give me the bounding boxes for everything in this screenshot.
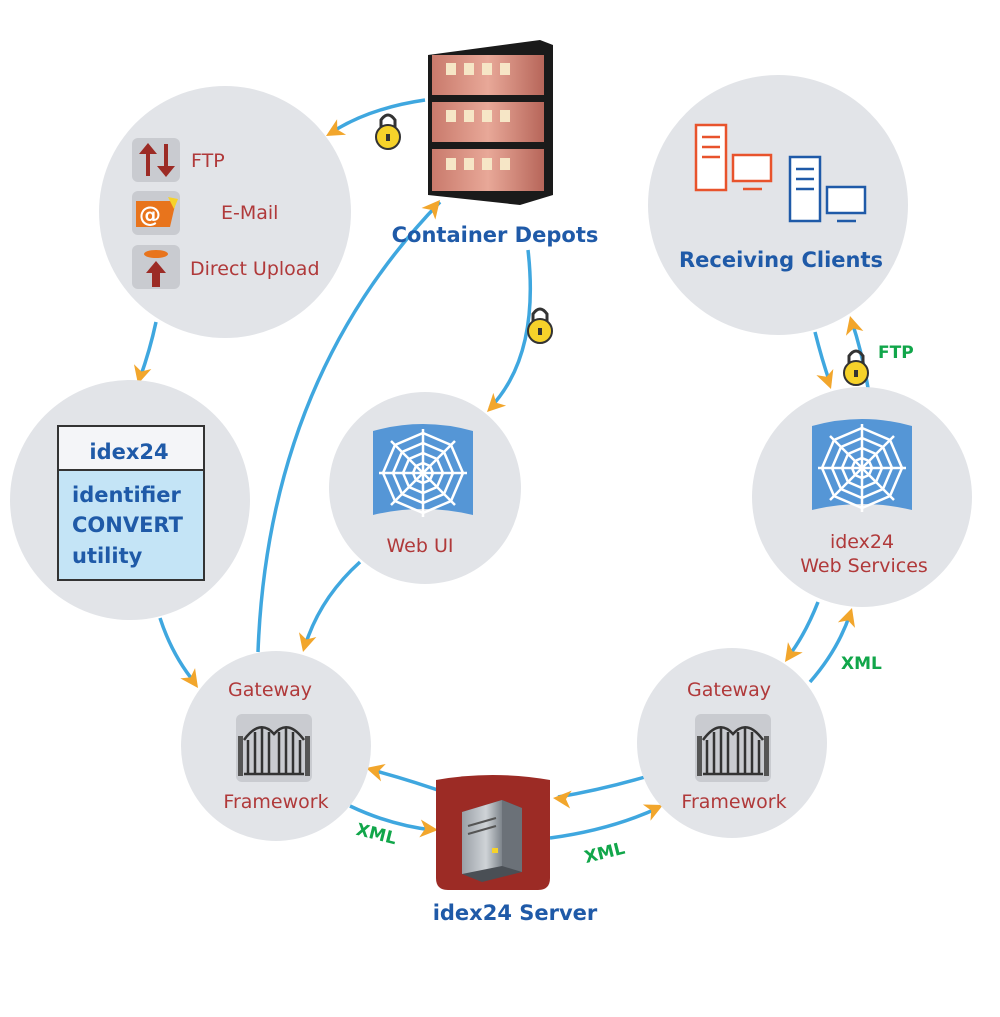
converter-to-gateway-connector xyxy=(158,617,197,685)
gateway-to-webservices-connector xyxy=(808,613,852,684)
server-label: idex24 Server xyxy=(433,901,598,925)
gateway-right-to-server-connector xyxy=(557,775,646,799)
depots-to-inputs-connector xyxy=(331,98,426,134)
svg-text:@: @ xyxy=(139,203,161,228)
gate-icon xyxy=(234,712,314,784)
converter-line-2: CONVERT xyxy=(72,513,184,537)
converter-line-1: identifier xyxy=(72,483,181,507)
input-label-email: E-Mail xyxy=(221,202,278,224)
server-node: idex24 Server xyxy=(433,775,598,925)
upload-icon xyxy=(132,245,180,289)
lock-icon xyxy=(374,113,402,151)
web-services-label-line-2: Web Services xyxy=(800,555,928,577)
lock-icon xyxy=(842,349,870,387)
server-tower-icon xyxy=(462,800,522,882)
receiving-clients-node-circle xyxy=(648,75,908,335)
converter-body-box xyxy=(57,469,205,581)
gateway-right-bottom-label: Framework xyxy=(681,791,786,813)
input-label-direct-upload: Direct Upload xyxy=(190,258,320,280)
gateway-left-to-server-connector xyxy=(349,804,433,832)
webui-to-gateway-connector xyxy=(303,560,362,647)
xml-connection-label-bottom-left: XML xyxy=(354,820,399,849)
arrowhead xyxy=(841,313,864,336)
container-depots-label: Container Depots xyxy=(392,223,599,247)
spider-web-icon xyxy=(371,422,475,519)
lock-icon xyxy=(526,307,554,345)
computers-icon xyxy=(694,123,867,223)
web-services-label-line-1: idex24 xyxy=(830,531,894,553)
arrowhead xyxy=(552,789,572,809)
inputs-to-converter-connector xyxy=(138,321,158,379)
converter-header: idex24 xyxy=(89,440,168,464)
receiving-clients-node: Receiving Clients xyxy=(648,75,908,335)
container-depots-node: Container Depots xyxy=(392,40,599,247)
spider-web-icon xyxy=(810,417,914,514)
web-ui-node: Web UI xyxy=(329,392,521,584)
depots-to-webui-connector xyxy=(488,249,533,410)
gateway-left-top-label: Gateway xyxy=(228,679,312,701)
input-label-ftp: FTP xyxy=(191,150,225,172)
web-ui-label: Web UI xyxy=(387,535,454,557)
inputs-node: FTP @ E-Mail Direct Upload xyxy=(99,86,351,338)
converter-header-box xyxy=(57,425,205,471)
web-services-node: idex24 Web Services xyxy=(752,387,972,607)
up-down-arrows-icon xyxy=(132,138,180,182)
gateway-left-bottom-label: Framework xyxy=(223,791,328,813)
gateway-left-node: Gateway Framework xyxy=(181,651,371,841)
xml-connection-label-bottom-right: XML xyxy=(582,839,627,868)
server-to-gateway-right-connector xyxy=(549,806,659,840)
converter-line-3: utility xyxy=(72,544,143,568)
ftp-connection-label: FTP xyxy=(878,343,914,363)
email-at-icon: @ xyxy=(132,191,180,235)
shipping-containers-icon xyxy=(428,40,553,205)
gateway-to-depots-connector xyxy=(256,200,442,653)
gateway-right-node: Gateway Framework xyxy=(637,648,827,838)
arrowhead xyxy=(294,632,317,655)
gateway-right-top-label: Gateway xyxy=(687,679,771,701)
webservices-to-gateway-connector xyxy=(786,601,820,659)
converter-node: idex24 identifier CONVERT utility xyxy=(10,380,250,620)
receiving-clients-label: Receiving Clients xyxy=(679,248,883,272)
gate-icon xyxy=(693,712,773,784)
xml-connection-label-right-upper: XML xyxy=(841,654,882,674)
arrowhead xyxy=(837,605,861,628)
